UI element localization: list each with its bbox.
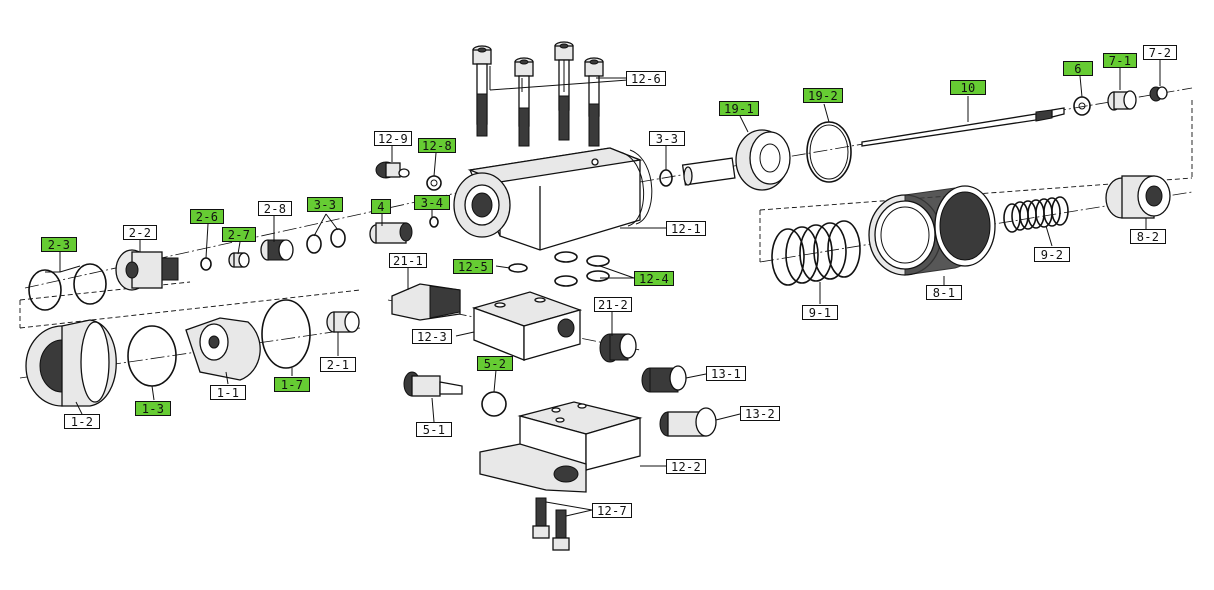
- label-12-9: 12-9: [374, 131, 412, 146]
- o-ring-1-7: [261, 299, 311, 369]
- main-body-12-1: [453, 147, 653, 251]
- label-8-2: 8-2: [1130, 229, 1166, 244]
- label-4: 4: [371, 199, 391, 214]
- label-5-1: 5-1: [416, 422, 452, 437]
- nozzle-2-2: [115, 249, 179, 291]
- label-2-3: 2-3: [41, 237, 77, 252]
- label-6: 6: [1063, 61, 1093, 76]
- label-2-8: 2-8: [258, 201, 292, 216]
- label-12-8: 12-8: [418, 138, 456, 153]
- washer-12-8: [426, 175, 442, 191]
- leader-lines: [45, 60, 1161, 517]
- label-9-1: 9-1: [802, 305, 838, 320]
- spring-9-2: [1003, 196, 1069, 233]
- fitting-13-1: [641, 365, 687, 393]
- label-21-2: 21-2: [594, 297, 632, 312]
- label-12-7: 12-7: [592, 503, 632, 518]
- label-1-2: 1-2: [64, 414, 100, 429]
- label-2-1: 2-1: [320, 357, 356, 372]
- o-ring-2-3-b: [73, 263, 107, 305]
- o-ring-19-2: [806, 121, 852, 183]
- needle-10: [861, 107, 1065, 147]
- o-ring-3-3-b: [330, 228, 346, 248]
- block-12-3: [471, 291, 583, 361]
- label-21-1: 21-1: [389, 253, 427, 268]
- washer-12-5: [508, 263, 528, 273]
- label-12-2: 12-2: [666, 459, 706, 474]
- retainer-1-1: [185, 317, 261, 381]
- o-ring-2-3-a: [28, 269, 62, 311]
- label-5-2: 5-2: [477, 356, 513, 371]
- label-12-5: 12-5: [453, 259, 493, 274]
- fitting-8-2: [1105, 175, 1171, 219]
- fitting-13-2: [659, 407, 717, 437]
- screws-12-7: [532, 497, 570, 551]
- label-13-2: 13-2: [740, 406, 780, 421]
- nut-7-1: [1107, 90, 1137, 111]
- o-ring-3-4: [429, 216, 439, 228]
- valve-5-1: [403, 371, 463, 397]
- piston-19-1: [681, 129, 791, 191]
- label-2-7: 2-7: [222, 227, 256, 242]
- label-13-1: 13-1: [706, 366, 746, 381]
- air-cap-1-2: [25, 319, 117, 407]
- fitting-21-1: [391, 283, 461, 321]
- nut-7-2: [1149, 86, 1168, 102]
- label-3-3: 3-3: [307, 197, 343, 212]
- label-1-7: 1-7: [274, 377, 310, 392]
- label-12-3: 12-3: [412, 329, 452, 344]
- label-1-3: 1-3: [135, 401, 171, 416]
- label-1-1: 1-1: [210, 385, 246, 400]
- washers-12-4: [554, 251, 610, 287]
- label-10: 10: [950, 80, 986, 95]
- label-2-6: 2-6: [190, 209, 224, 224]
- washer-2-6: [200, 257, 212, 271]
- seat-4: [369, 222, 413, 244]
- label-3-4: 3-4: [414, 195, 450, 210]
- spring-9-1: [771, 220, 861, 286]
- label-3-3-top: 3-3: [649, 131, 685, 146]
- nut-2-7: [228, 252, 250, 268]
- sleeve-2-8: [260, 239, 294, 261]
- washer-6: [1073, 96, 1091, 116]
- fitting-2-1: [326, 311, 360, 333]
- fitting-21-2: [599, 333, 637, 363]
- label-12-6: 12-6: [626, 71, 666, 86]
- o-ring-3-3-a: [306, 234, 322, 254]
- label-19-2: 19-2: [803, 88, 843, 103]
- knurled-cap-8-1: [868, 185, 996, 276]
- front-group-outline: [19, 281, 191, 328]
- front-group-outline-bottom: [19, 289, 361, 329]
- cap-screws-12-6: [472, 41, 604, 147]
- label-12-4: 12-4: [634, 271, 674, 286]
- label-7-2: 7-2: [1143, 45, 1177, 60]
- fitting-12-9: [375, 161, 410, 179]
- label-2-2: 2-2: [123, 225, 157, 240]
- o-ring-5-2: [481, 391, 507, 417]
- label-9-2: 9-2: [1034, 247, 1070, 262]
- label-12-1: 12-1: [666, 221, 706, 236]
- base-block-12-2: [479, 401, 643, 493]
- label-19-1: 19-1: [719, 101, 759, 116]
- label-8-1: 8-1: [926, 285, 962, 300]
- label-7-1: 7-1: [1103, 53, 1137, 68]
